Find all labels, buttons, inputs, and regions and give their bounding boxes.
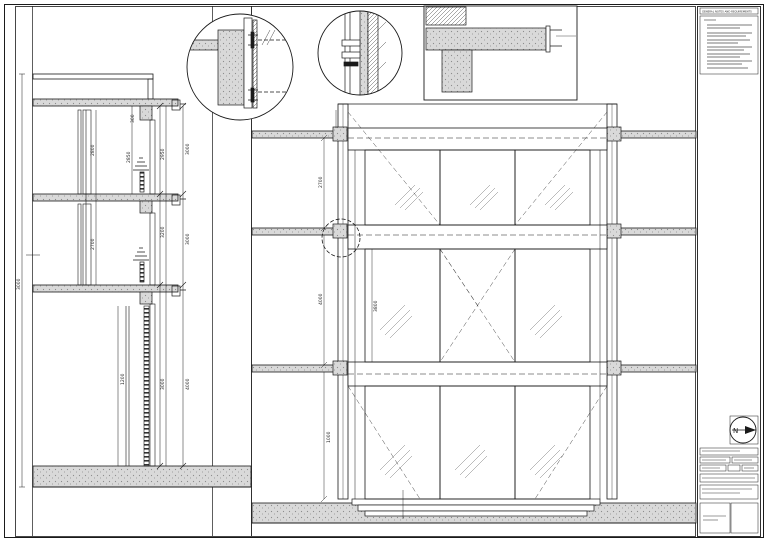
sheet-border (4, 4, 764, 538)
dim-text: 2800 (90, 144, 96, 156)
second-floor-slab (32, 193, 179, 202)
detail-circle-1 (186, 13, 294, 121)
facade-elevation (251, 103, 697, 524)
north-label: N (733, 427, 738, 435)
roof-slab (32, 98, 179, 107)
ground-slab (32, 465, 252, 488)
dim-text: 4000 (318, 293, 324, 305)
louver-strip (143, 305, 150, 467)
detail-circle-2 (317, 10, 403, 96)
dim-text: 2850 (126, 151, 132, 163)
dim-text: 3000 (16, 278, 22, 290)
first-floor-slab (32, 284, 179, 293)
dim-text: 300 (130, 114, 136, 123)
roof-parapet (32, 73, 154, 80)
title-block (697, 6, 761, 537)
dim-text: 1000 (326, 431, 332, 443)
dim-text: 3200 (160, 226, 166, 238)
building-section (19, 73, 252, 488)
dim-text: 4000 (185, 378, 191, 390)
detail-callout-icon (321, 218, 361, 258)
notes-heading: GENERAL NOTES AND REQUIREMENTS (702, 10, 752, 14)
dim-text: 3000 (185, 233, 191, 245)
north-arrow-icon: N (729, 416, 757, 444)
elevation-dimension-labels: 2700 4000 3800 1000 (318, 176, 379, 443)
dim-text: 3800 (373, 300, 379, 312)
dim-text: 3000 (185, 143, 191, 155)
bracket-detail (133, 157, 149, 283)
dim-text: 3000 (160, 378, 166, 390)
dim-text: 2700 (90, 238, 96, 250)
detail-box (423, 5, 578, 101)
dim-text: 2700 (318, 176, 324, 188)
section-dimension-labels: 2800 2850 2700 2950 3000 3000 3200 3000 … (16, 114, 191, 390)
dim-text: 2950 (160, 148, 166, 160)
dim-text: 1200 (120, 373, 126, 385)
